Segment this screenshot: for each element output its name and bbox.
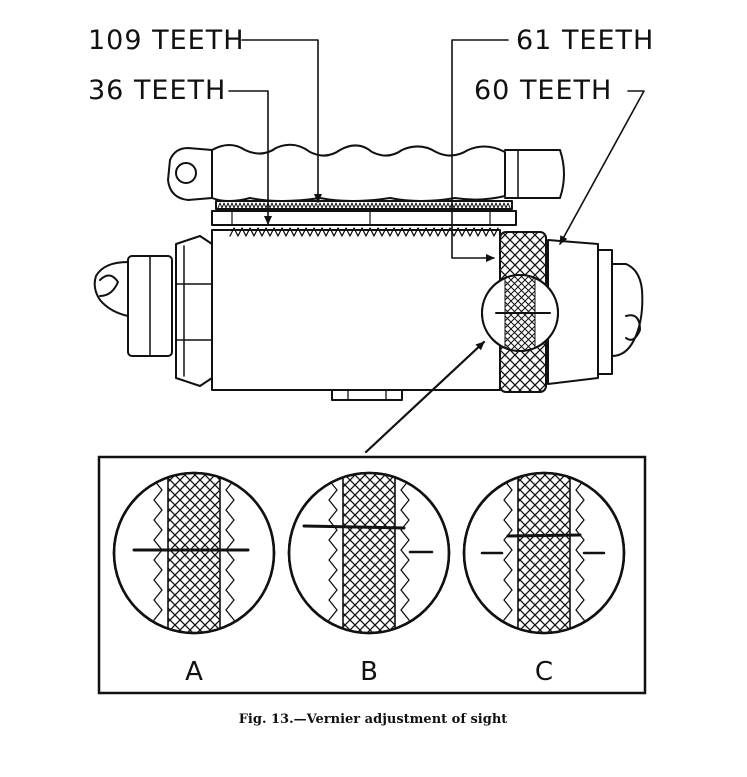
leader-109-teeth xyxy=(241,39,322,203)
detail-pointer-arrow xyxy=(364,340,486,454)
panel-b-label: B xyxy=(360,657,378,687)
vernier-panel-a: A xyxy=(112,471,276,687)
sight-body xyxy=(93,227,644,401)
label-109-teeth-text: 109 TEETH xyxy=(88,25,245,56)
rack-109-teeth xyxy=(211,200,517,226)
label-61-teeth-text: 61 TEETH xyxy=(516,25,654,56)
knurled-drum xyxy=(481,231,559,393)
label-60-teeth-text: 60 TEETH xyxy=(474,75,612,106)
panel-a-label: A xyxy=(185,657,203,687)
label-109-teeth: 109 TEETH xyxy=(88,25,322,203)
leader-60-teeth xyxy=(559,90,645,245)
label-36-teeth: 36 TEETH xyxy=(88,75,272,225)
vernier-panel-b: B xyxy=(287,471,451,687)
upper-grip-tube xyxy=(167,143,565,202)
label-61-teeth: 61 TEETH xyxy=(451,25,654,262)
label-60-teeth: 60 TEETH xyxy=(474,75,645,245)
leader-61-teeth xyxy=(451,39,509,262)
panel-c-label: C xyxy=(535,657,553,687)
figure-caption: Fig. 13.—Vernier adjustment of sight xyxy=(239,712,508,727)
vernier-panel-c: C xyxy=(462,471,626,687)
leader-36-teeth xyxy=(228,90,272,225)
label-36-teeth-text: 36 TEETH xyxy=(88,75,226,106)
detail-inset-box xyxy=(97,455,647,695)
